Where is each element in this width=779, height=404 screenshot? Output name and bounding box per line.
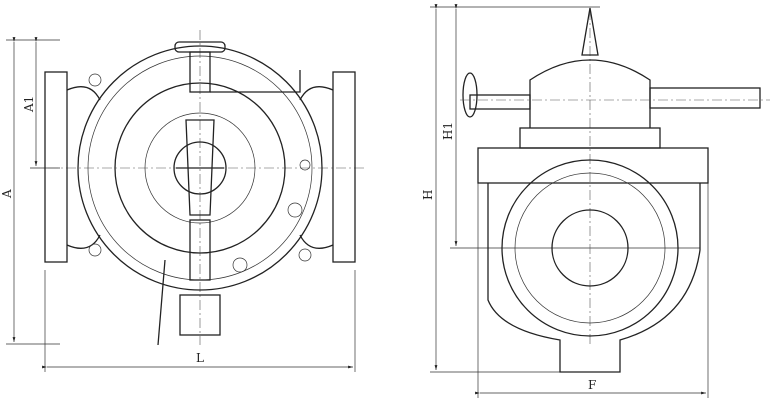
dimension-L: L	[42, 270, 356, 372]
side-view: H H1 F	[421, 4, 770, 398]
label-L: L	[196, 351, 204, 365]
dimension-H1: H1	[441, 4, 700, 249]
label-F: F	[588, 378, 596, 392]
dimension-H: H	[421, 4, 600, 373]
label-A: A	[0, 189, 14, 199]
label-A1: A1	[22, 96, 36, 113]
dimension-F: F	[475, 180, 709, 398]
label-H: H	[421, 190, 435, 200]
dimension-A1: A1	[22, 37, 60, 169]
front-view: A A1 L	[0, 30, 365, 372]
dimension-A: A	[0, 37, 60, 345]
label-H1: H1	[441, 122, 455, 140]
